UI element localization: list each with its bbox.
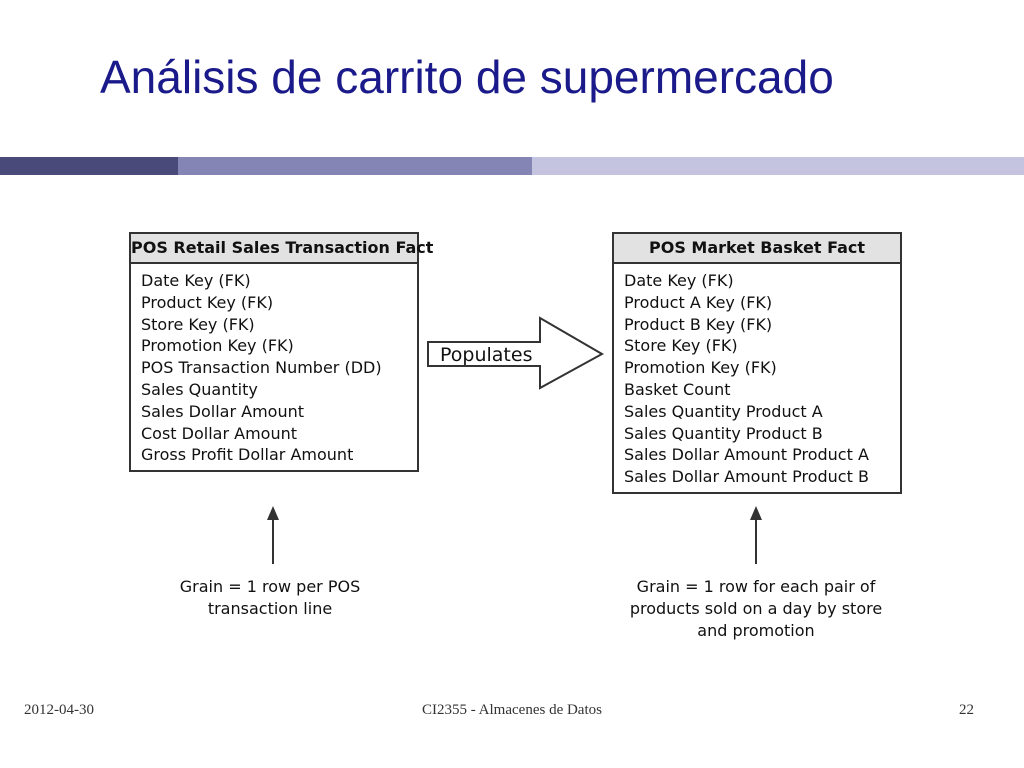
basket-field-basket-count: Basket Count bbox=[624, 379, 731, 399]
retail-field-store-key: Store Key (FK) bbox=[141, 314, 255, 334]
retail-sales-fact-title: POS Retail Sales Transaction Fact bbox=[131, 234, 433, 264]
left-grain-arrow-icon bbox=[267, 506, 279, 564]
retail-field-gross-profit: Gross Profit Dollar Amount bbox=[141, 445, 354, 465]
basket-field-store-key: Store Key (FK) bbox=[624, 336, 738, 356]
basket-field-product-a-key: Product A Key (FK) bbox=[624, 292, 773, 312]
basket-field-product-b-key: Product B Key (FK) bbox=[624, 314, 773, 334]
basket-field-date-key: Date Key (FK) bbox=[624, 271, 734, 290]
retail-field-transaction-number: POS Transaction Number (DD) bbox=[141, 358, 382, 378]
footer-date: 2012-04-30 bbox=[24, 702, 94, 718]
retail-field-sales-quantity: Sales Quantity bbox=[141, 379, 258, 399]
populates-arrow: Populates bbox=[427, 316, 605, 390]
right-grain-arrow-icon bbox=[750, 506, 762, 564]
basket-field-sales-dollar-a: Sales Dollar Amount Product A bbox=[624, 445, 869, 465]
footer-course: CI2355 - Almacenes de Datos bbox=[422, 702, 602, 718]
title-band-light bbox=[532, 157, 1024, 175]
retail-sales-fact-table: POS Retail Sales Transaction Fact Date K… bbox=[129, 232, 433, 472]
retail-field-sales-dollar-amount: Sales Dollar Amount bbox=[141, 401, 305, 421]
retail-grain-note: Grain = 1 row per POS transaction line bbox=[179, 577, 361, 618]
basket-field-sales-quantity-b: Sales Quantity Product B bbox=[624, 423, 823, 443]
basket-field-promotion-key: Promotion Key (FK) bbox=[624, 358, 777, 378]
title-band-dark bbox=[0, 157, 178, 175]
retail-field-cost-dollar-amount: Cost Dollar Amount bbox=[141, 423, 297, 443]
basket-field-sales-quantity-a: Sales Quantity Product A bbox=[624, 401, 823, 421]
market-basket-fact-title: POS Market Basket Fact bbox=[614, 234, 900, 264]
basket-field-sales-dollar-b: Sales Dollar Amount Product B bbox=[624, 467, 869, 487]
basket-grain-note: Grain = 1 row for each pair of products … bbox=[629, 577, 883, 640]
footer-page-number: 22 bbox=[959, 702, 974, 718]
retail-field-date-key: Date Key (FK) bbox=[141, 271, 251, 290]
retail-field-product-key: Product Key (FK) bbox=[141, 292, 274, 312]
slide-title: Análisis de carrito de supermercado bbox=[100, 51, 834, 103]
title-band-mid bbox=[178, 157, 532, 175]
retail-field-promotion-key: Promotion Key (FK) bbox=[141, 336, 294, 356]
populates-label: Populates bbox=[440, 344, 532, 366]
market-basket-fact-table: POS Market Basket Fact Date Key (FK) Pro… bbox=[612, 232, 902, 494]
